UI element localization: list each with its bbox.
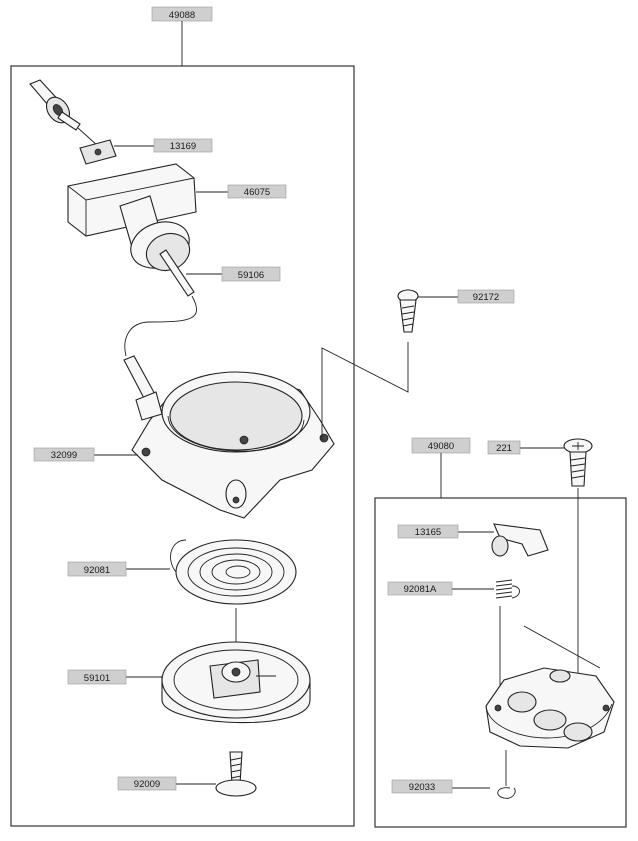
part-label-92081A[interactable]: 92081A xyxy=(387,581,453,596)
svg-text:92009: 92009 xyxy=(134,779,160,790)
left-assembly-frame xyxy=(10,65,355,827)
part-label-221[interactable]: 221 xyxy=(487,440,521,455)
screw-part-92172 xyxy=(397,289,419,333)
assembly-label-49080[interactable]: 49080 xyxy=(411,437,471,454)
part-label-92172[interactable]: 92172 xyxy=(457,289,515,304)
spring-part-92081 xyxy=(170,539,297,605)
part-label-32099[interactable]: 32099 xyxy=(33,447,95,462)
assembly-label-49088[interactable]: 49088 xyxy=(151,6,213,22)
clip-part-92033 xyxy=(497,787,516,799)
part-label-59106[interactable]: 59106 xyxy=(221,266,281,282)
svg-text:92081: 92081 xyxy=(84,565,110,576)
svg-text:49080: 49080 xyxy=(428,441,454,452)
starter-case-part-32099 xyxy=(131,371,335,519)
svg-text:32099: 32099 xyxy=(51,450,77,461)
rope-end-part xyxy=(29,79,99,147)
part-label-46075[interactable]: 46075 xyxy=(227,184,287,199)
clip-part-13169 xyxy=(79,139,117,165)
svg-text:221: 221 xyxy=(496,443,512,454)
pulley-hub-part xyxy=(485,625,615,749)
rope-part-59106 xyxy=(123,221,197,403)
right-assembly-frame xyxy=(374,497,627,828)
screw-92172-leader xyxy=(321,342,409,440)
svg-text:92172: 92172 xyxy=(473,292,499,303)
reel-part-59101 xyxy=(161,641,311,724)
screw-part-92009 xyxy=(215,751,257,797)
ratchet-part-13165 xyxy=(491,523,549,557)
part-label-59101[interactable]: 59101 xyxy=(67,669,127,685)
spring-part-92081A xyxy=(495,579,520,599)
bolt-part-221 xyxy=(563,438,593,487)
svg-text:92081A: 92081A xyxy=(404,584,437,595)
svg-text:59101: 59101 xyxy=(84,673,110,684)
svg-text:59106: 59106 xyxy=(238,270,264,281)
part-label-13169[interactable]: 13169 xyxy=(153,138,213,153)
part-label-92033[interactable]: 92033 xyxy=(391,779,453,794)
svg-text:13169: 13169 xyxy=(170,141,196,152)
part-label-92009[interactable]: 92009 xyxy=(117,776,177,791)
part-label-92081[interactable]: 92081 xyxy=(67,561,127,577)
part-label-13165[interactable]: 13165 xyxy=(397,524,459,539)
svg-text:13165: 13165 xyxy=(415,527,441,538)
svg-text:49088: 49088 xyxy=(169,10,195,21)
svg-text:46075: 46075 xyxy=(244,187,270,198)
svg-text:92033: 92033 xyxy=(409,782,435,793)
